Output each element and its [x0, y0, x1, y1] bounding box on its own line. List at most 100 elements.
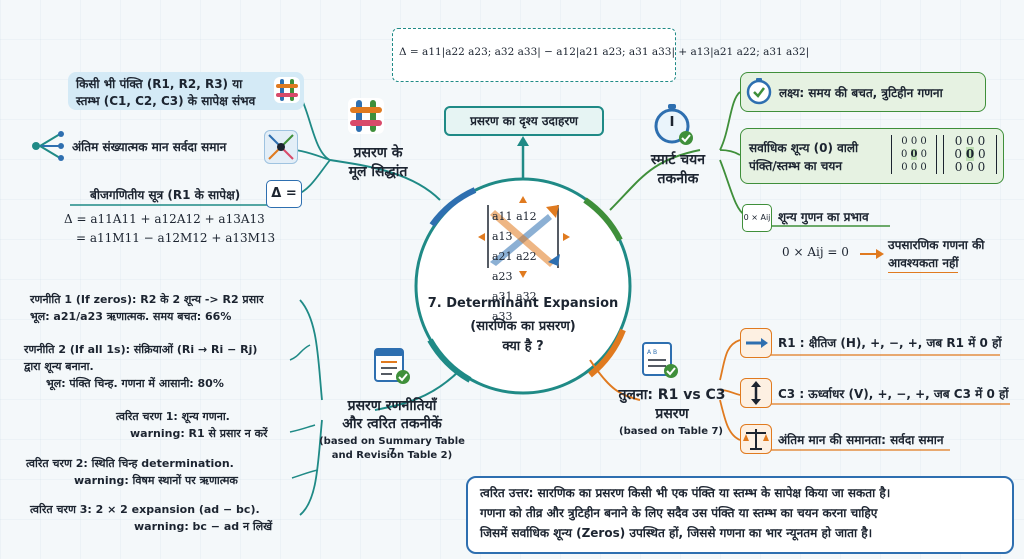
zero-matrix-1: 0 0 0 0 0 0 0 0 0 — [891, 135, 937, 174]
compare-c3: C3 : ऊर्ध्वाधर (V), +, −, +, जब C3 में 0… — [778, 387, 1009, 401]
arrowhead-top — [517, 136, 529, 146]
quick1-line2: warning: R1 से प्रसार न करें — [130, 427, 268, 440]
stopwatch-icon — [652, 102, 696, 146]
arc-accent-orange — [588, 328, 626, 378]
zero-entry: 0 — [966, 160, 974, 174]
smart-item2-line2: पंक्ति/स्तम्भ का चयन — [749, 159, 843, 173]
principles-item3: बीजगणितीय सूत्र (R1 के सापेक्ष) — [90, 188, 241, 202]
zero-entry: 0 — [900, 149, 908, 160]
quick3-line1: त्वरित चरण 3: 2 × 2 expansion (ad − bc). — [30, 503, 260, 516]
principles-title-2: मूल सिद्धांत — [348, 164, 408, 180]
center-title: 7. Determinant Expansion — [427, 296, 619, 311]
zero-entry: 0 — [966, 134, 974, 148]
zero-entry: 0 — [920, 162, 927, 173]
zero-product-icon: 0 × Aij — [742, 204, 772, 232]
list-abc-icon: A B — [640, 340, 680, 380]
quick-answer-line2: गणना को तीव्र और त्रुटिहीन बनाने के लिए … — [480, 506, 878, 520]
matrix-row-1: a11 a12 a13 — [492, 207, 556, 247]
smart-item2-line1: सर्वाधिक शून्य (0) वाली — [749, 141, 859, 155]
smart-title-1: स्मार्ट चयन — [650, 152, 706, 168]
strategy1-line1: रणनीति 1 (If zeros): R2 के 2 शून्य -> R2… — [30, 293, 264, 306]
strategies-note-1: (based on Summary Table 7 — [319, 436, 465, 458]
strategies-title-2: और त्वरित तकनीकें — [342, 416, 442, 432]
principles-item1-line2: स्तम्भ (C1, C2, C3) के सापेक्ष संभव — [76, 94, 256, 108]
timer-check-icon — [745, 77, 773, 105]
smart-title-2: तकनीक — [657, 171, 699, 187]
principles-item1-line1: किसी भी पंक्ति (R1, R2, R3) या — [76, 77, 243, 91]
svg-text:A B: A B — [647, 349, 657, 356]
matrix-entry: a12 — [516, 210, 537, 223]
connector-strategies — [374, 369, 461, 411]
principles-item1-box: किसी भी पंक्ति (R1, R2, R3) या स्तम्भ (C… — [68, 72, 304, 110]
zero-entry: 0 — [910, 136, 918, 147]
compare-r1: R1 : क्षैतिज (H), +, −, +, जब R1 में 0 ह… — [778, 336, 1002, 350]
connector-compare-1 — [719, 339, 741, 381]
strategy2-line2: द्वारा शून्य बनाना. — [24, 360, 94, 373]
zero-entry: 0 — [920, 136, 927, 147]
smart-item3: शून्य गुणन का प्रभाव — [778, 210, 869, 224]
zero-matrix-2: 0 0 0 0 0 0 0 0 0 — [943, 135, 997, 174]
quick3-line2: warning: bc − ad न लिखें — [134, 520, 273, 533]
connector-strategy-2 — [289, 344, 311, 361]
matrix-row-2: a21 a22 a23 — [492, 247, 556, 287]
strategy1-line2: भूल: a21/a23 ऋणात्मक. समय बचत: 66% — [30, 310, 232, 323]
connector-principles — [329, 159, 441, 201]
zero-entry-highlight: 0 — [965, 147, 975, 161]
connector-compare-3 — [719, 399, 741, 441]
matrix-entry: a32 — [516, 290, 537, 303]
zero-matrix-row: 0 0 0 — [944, 135, 996, 148]
center-matrix-graphic — [478, 196, 570, 278]
connector-smart — [609, 149, 701, 211]
zero-entry: 0 — [977, 134, 986, 148]
compare-title-1: तुलना: R1 vs C3 — [618, 387, 726, 403]
matrix-entry: a11 — [492, 210, 513, 223]
connector-strategies-down — [299, 419, 323, 516]
principles-item2-split-icon — [30, 128, 66, 164]
balance-scale-icon — [740, 424, 772, 454]
quick-answer-line3: जिसमें सर्वाधिक शून्य (Zeros) उपस्थित हो… — [480, 526, 873, 540]
zero-entry: 0 — [901, 162, 908, 173]
compare-title-2: प्रसरण — [655, 406, 689, 422]
strategy2-line1: रणनीति 2 (If all 1s): संक्रियाओं (Ri → R… — [24, 343, 258, 356]
quick-answer-box: त्वरित उत्तर: सारणिक का प्रसरण किसी भी ए… — [466, 476, 1014, 554]
zero-matrix-row: 0 0 0 — [944, 147, 996, 161]
zero-matrix-row: 0 0 0 — [892, 135, 936, 148]
principles-formula-2: = a11M11 − a12M12 + a13M13 — [76, 231, 276, 245]
principles-item1-icon — [274, 77, 300, 103]
quick-answer-line1: त्वरित उत्तर: सारणिक का प्रसरण किसी भी ए… — [480, 486, 891, 500]
vertical-arrow-icon — [740, 378, 772, 408]
compare-note: (based on Table 7) — [619, 426, 723, 437]
zero-entry: 0 — [901, 136, 908, 147]
zero-matrix-row: 0 0 0 — [892, 148, 936, 161]
expansion-formula: Δ = a11|a22 a23; a32 a33| − a12|a21 a23;… — [399, 46, 810, 58]
compare-final: अंतिम मान की समानता: सर्वदा समान — [778, 433, 944, 447]
matrix-entry: a33 — [492, 310, 513, 323]
connector-smart-2 — [719, 149, 741, 156]
center-subtitle-2: क्या है ? — [502, 339, 544, 354]
result-arrowhead — [876, 249, 884, 259]
zero-matrix-row: 0 0 0 — [944, 161, 996, 174]
smart-item1-box: लक्ष्य: समय की बचत, त्रुटिहीन गणना — [740, 72, 986, 112]
zero-entry: 0 — [977, 160, 986, 174]
strategies-title-1: प्रसरण रणनीतियाँ — [347, 398, 437, 414]
arc-accent-blue — [429, 187, 477, 227]
smart-result-line1: उपसारणिक गणना की — [888, 238, 985, 252]
checklist-icon — [372, 346, 412, 386]
principles-item2-merge-icon — [264, 130, 298, 164]
zero-entry: 0 — [954, 147, 962, 161]
quick2-line1: त्वरित चरण 2: स्थिति चिन्ह determination… — [26, 457, 234, 470]
connector-quick-1 — [289, 424, 316, 433]
connector-smart-1 — [719, 91, 741, 151]
arc-accent-green — [583, 197, 623, 242]
expansion-example-box: Δ = a11|a22 a23; a32 a33| − a12|a21 a23;… — [392, 28, 810, 82]
zero-product-formula: 0 × Aij = 0 — [782, 245, 849, 259]
zero-entry: 0 — [910, 162, 918, 173]
zero-entry: 0 — [978, 147, 986, 161]
horizontal-arrow-icon — [740, 328, 772, 358]
connector-compare — [589, 359, 641, 401]
smart-result-line2: आवश्यकता नहीं — [888, 254, 959, 273]
arc-accent-teal — [427, 338, 472, 383]
smart-item1: लक्ष्य: समय की बचत, त्रुटिहीन गणना — [779, 86, 943, 100]
